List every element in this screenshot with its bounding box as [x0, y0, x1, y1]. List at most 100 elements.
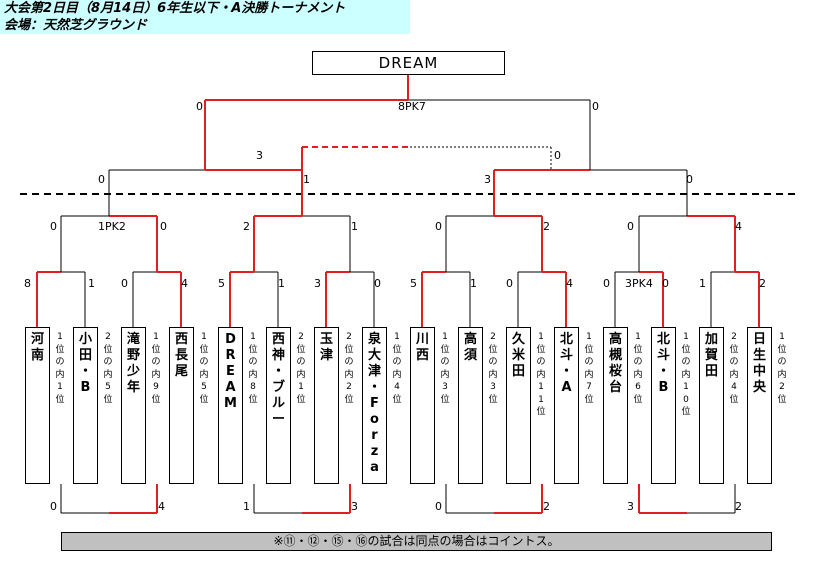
score-cons-2-left: 1	[243, 500, 250, 513]
team-rank-char: 内	[296, 369, 306, 380]
team-rank-char: 位	[344, 394, 354, 405]
score-r1-7-right: 0	[662, 277, 669, 290]
team-rank-char: の	[681, 357, 691, 367]
team-rank-char: 1	[683, 382, 689, 392]
score-r1-8-left: 1	[699, 277, 706, 290]
team-name-char: F	[370, 396, 379, 411]
team-rank-char: 位	[440, 344, 450, 355]
team-rank-char: の	[344, 357, 354, 367]
team-rank-char: 位	[344, 344, 354, 355]
team-box-6: 西神・ブルー	[266, 327, 291, 484]
team-rank-char: 4	[394, 382, 400, 392]
team-box-15: 加賀田	[699, 327, 724, 484]
team-name-char: 賀	[704, 348, 718, 363]
team-rank-char: の	[584, 357, 594, 367]
team-name-char: 生	[752, 348, 766, 363]
score-r2-3-left: 0	[435, 220, 442, 233]
score-r1-3-right: 1	[278, 277, 285, 290]
team-name-char: 小	[78, 332, 92, 347]
score-r1-2-right: 4	[181, 277, 188, 290]
team-rank-char: 位	[440, 394, 450, 405]
score-cons-3-left: 0	[435, 500, 442, 513]
score-r2-3-right: 2	[543, 220, 550, 233]
score-r1-7-left: 0	[603, 277, 610, 290]
team-name-char: 須	[463, 348, 477, 363]
team-rank-char: 2	[779, 382, 785, 392]
team-name-char: z	[370, 444, 379, 459]
team-rank-char: の	[103, 357, 113, 367]
team-name-char: a	[370, 460, 379, 475]
team-name-char: 槻	[608, 348, 622, 363]
team-name-char: 田	[511, 364, 525, 379]
team-rank-char: 内	[488, 369, 498, 380]
score-cons-4-right: 2	[735, 500, 742, 513]
team-rank-char: 5	[105, 382, 111, 392]
team-rank-char: 内	[199, 369, 209, 380]
team-rank-char: 内	[536, 369, 546, 380]
team-rank-char: 内	[55, 369, 65, 380]
team-rank-char: 3	[490, 382, 496, 392]
team-rank-char: 位	[199, 344, 209, 355]
team-rank-char: 2	[105, 332, 111, 342]
score-cons-1-right: 4	[158, 500, 165, 513]
team-rank-char: 位	[777, 394, 787, 405]
team-name-char: D	[225, 332, 236, 347]
team-rank-char: 1	[683, 332, 689, 342]
team-rank-char: 内	[584, 369, 594, 380]
score-r1-6-left: 0	[506, 277, 513, 290]
team-rank-char: の	[55, 357, 65, 367]
team-rank-char: の	[536, 357, 546, 367]
team-rank-char: の	[151, 357, 161, 367]
team-rank-char: 1	[635, 332, 641, 342]
team-rank-char: 6	[635, 382, 641, 392]
score-r2-4-right: 4	[735, 220, 742, 233]
team-box-11: 久米田	[506, 327, 531, 484]
team-name-char: 大	[367, 348, 381, 363]
score-r1-6-right: 4	[566, 277, 573, 290]
team-name-char: A	[561, 380, 572, 395]
team-name-char: 桜	[608, 364, 622, 379]
team-name-char: B	[658, 380, 669, 395]
team-name-char: 西	[271, 332, 285, 347]
team-name-char: r	[371, 428, 378, 443]
team-rank-char: 位	[488, 394, 498, 405]
team-rank-char: 位	[729, 344, 739, 355]
team-rank-char: 内	[729, 369, 739, 380]
team-box-14: 北斗・B	[651, 327, 676, 484]
score-third-left: 3	[256, 149, 263, 162]
team-name-char: ・	[367, 380, 381, 395]
team-name-char: R	[225, 348, 236, 363]
team-box-13: 高槻桜台	[603, 327, 628, 484]
team-rank-char: 位	[536, 344, 546, 355]
score-r1-7-note: 3PK4	[625, 277, 653, 290]
team-rank-char: 位	[488, 344, 498, 355]
team-rank-char: 位	[248, 344, 258, 355]
team-rank-char: 1	[250, 332, 256, 342]
team-rank-char: 2	[490, 332, 496, 342]
team-name-char: 久	[511, 332, 525, 347]
team-rank-char: 内	[103, 369, 113, 380]
team-rank-char: 1	[201, 332, 207, 342]
team-rank-char: の	[296, 357, 306, 367]
team-name-char: 少	[126, 364, 140, 379]
team-rank-char: 1	[538, 394, 544, 405]
team-box-12: 北斗・A	[554, 327, 579, 484]
score-r1-5-right: 1	[470, 277, 477, 290]
team-rank-char: 位	[248, 394, 258, 405]
score-cons-3-right: 2	[543, 500, 550, 513]
team-name-char: 津	[319, 348, 333, 363]
team-name-char: 北	[656, 332, 670, 347]
team-rank-char: 内	[392, 369, 402, 380]
team-rank-char: 位	[392, 344, 402, 355]
team-name-char: 川	[415, 332, 429, 347]
score-cons-1-left: 0	[50, 500, 57, 513]
team-rank-char: 位	[584, 394, 594, 405]
score-r2-1-right: 0	[160, 220, 167, 233]
team-rank-char: 5	[201, 382, 207, 392]
